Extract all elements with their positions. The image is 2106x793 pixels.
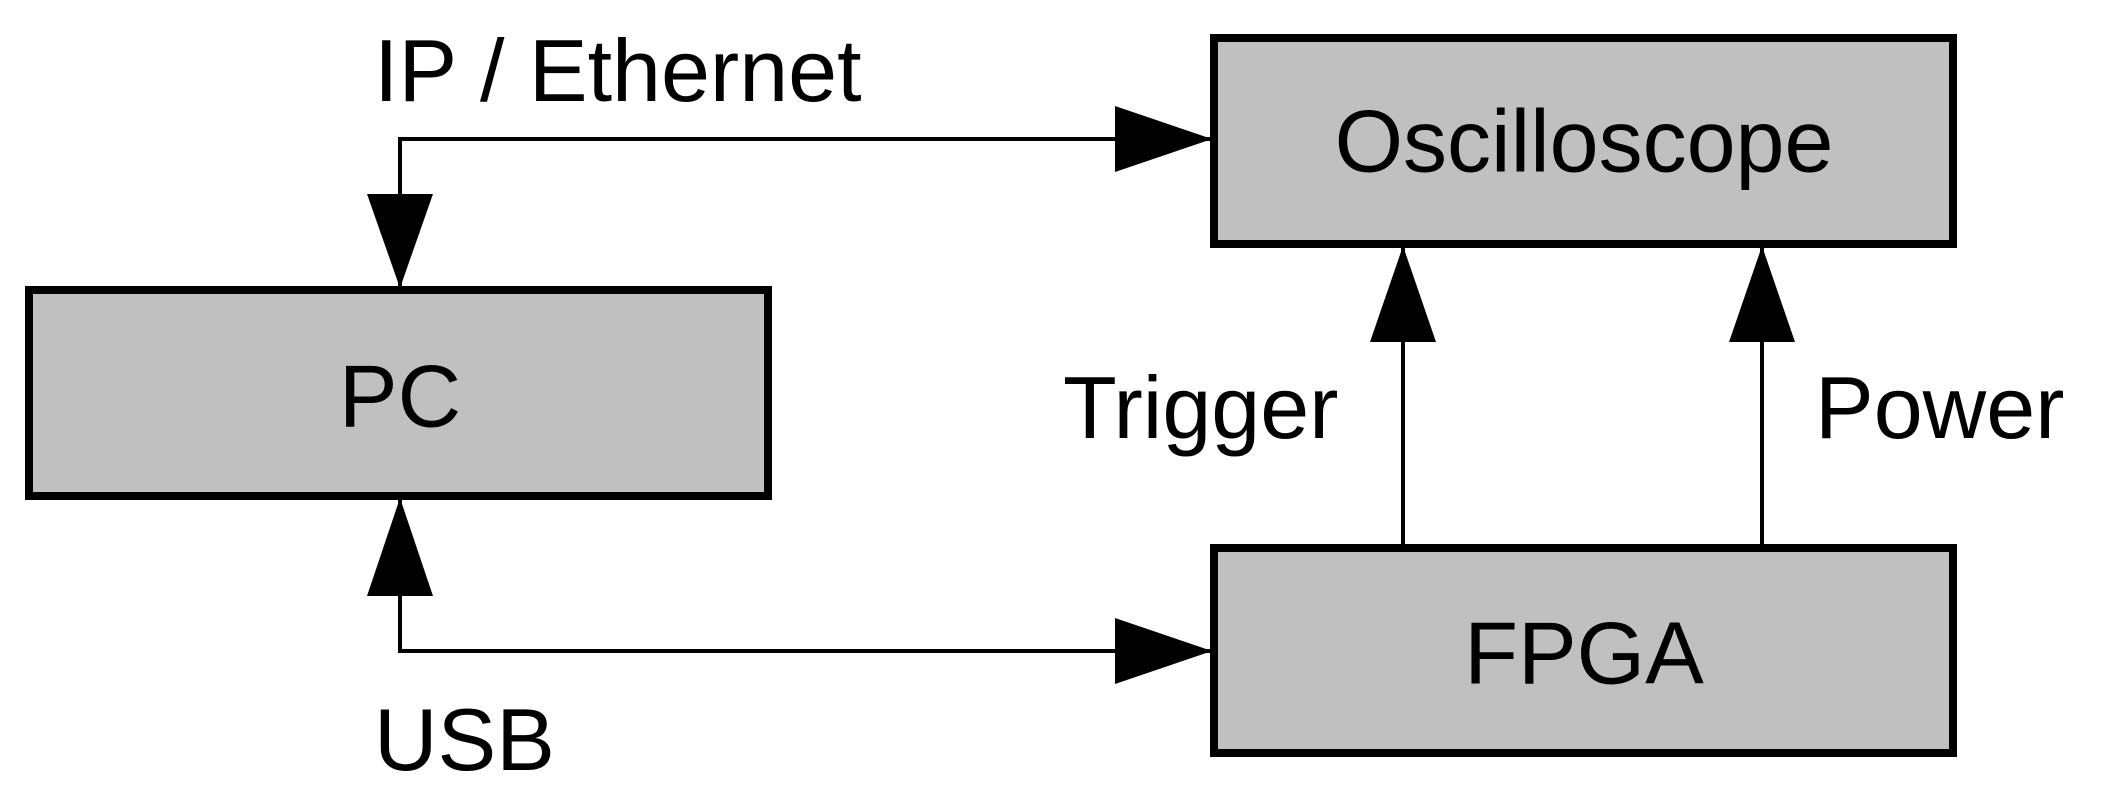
usb-connection: USB (367, 498, 1212, 789)
ip-ethernet-connection: IP / Ethernet (367, 21, 1212, 288)
trigger-connection: Trigger (1063, 246, 1436, 546)
fpga-box (1210, 544, 1957, 757)
pc-box (25, 286, 772, 500)
oscilloscope-label: Oscilloscope (1335, 92, 1834, 191)
ip-ethernet-arrowhead-to-oscilloscope (1115, 106, 1212, 172)
trigger-label: Trigger (1063, 358, 1338, 457)
oscilloscope-node: Oscilloscope (1210, 34, 1957, 248)
usb-arrowhead-to-pc (367, 498, 433, 596)
trigger-arrowhead (1370, 246, 1436, 342)
usb-arrowhead-to-fpga (1115, 618, 1212, 684)
fpga-label: FPGA (1464, 604, 1704, 703)
power-label: Power (1815, 358, 2064, 457)
fpga-node: FPGA (1210, 544, 1957, 757)
usb-label: USB (374, 690, 555, 789)
ip-ethernet-wire (398, 137, 1212, 288)
ip-ethernet-label: IP / Ethernet (374, 21, 862, 120)
pc-label: PC (339, 347, 461, 446)
power-connection: Power (1729, 246, 2064, 546)
power-arrowhead (1729, 246, 1795, 342)
pc-node: PC (25, 286, 772, 500)
ip-ethernet-arrowhead-to-pc (367, 194, 433, 288)
oscilloscope-box (1210, 34, 1957, 248)
usb-wire (398, 498, 1212, 653)
